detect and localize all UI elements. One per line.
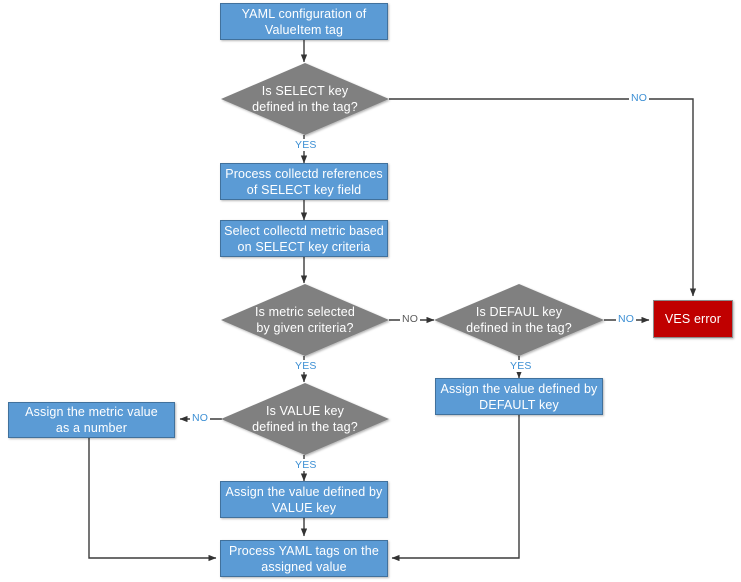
decision-value-line2: defined in the tag? — [252, 420, 358, 434]
diamond-select-key — [221, 63, 389, 135]
diamond-defaul-key — [434, 284, 604, 356]
edge-label-defaul-yes: YES — [508, 360, 534, 372]
edge-label-metric-no: NO — [400, 313, 421, 325]
node-assign-value-line1: Assign the value defined by — [225, 484, 383, 499]
node-decision-defaul-key[interactable]: Is DEFAUL key defined in the tag? — [434, 284, 604, 356]
node-decision-metric-selected[interactable]: Is metric selected by given criteria? — [221, 284, 389, 356]
node-start-line1: YAML configuration of — [241, 6, 367, 21]
node-assign-value-key[interactable]: Assign the value defined by VALUE key — [220, 481, 388, 518]
node-process-tags-line1: Process YAML tags on the — [229, 543, 379, 558]
edge-default-to-tags — [391, 415, 520, 562]
edge-label-select-yes: YES — [293, 139, 319, 151]
decision-value-line1: Is VALUE key — [266, 404, 344, 418]
decision-select-key-line2: defined in the tag? — [252, 100, 358, 114]
node-assign-default-line2: DEFAULT key — [479, 397, 559, 412]
decision-metric-line2: by given criteria? — [256, 321, 354, 335]
node-ves-error[interactable]: VES error — [653, 300, 733, 338]
node-assign-default-value[interactable]: Assign the value defined by DEFAULT key — [435, 378, 603, 415]
node-process-refs-line1: Process collectd references — [225, 166, 383, 181]
edge-label-select-no: NO — [629, 92, 650, 104]
node-select-metric-line1: Select collectd metric based — [224, 223, 384, 238]
decision-select-key-line1: Is SELECT key — [261, 84, 349, 98]
diamond-metric-selected — [221, 284, 389, 356]
node-select-metric-line2: on SELECT key criteria — [237, 239, 371, 254]
edge-label-defaul-no: NO — [616, 313, 637, 325]
diamond-value-key — [221, 383, 389, 455]
node-assign-metric-as-number[interactable]: Assign the metric value as a number — [8, 402, 175, 438]
edge-select-no — [389, 98, 697, 297]
node-process-yaml-tags[interactable]: Process YAML tags on the assigned value — [220, 540, 388, 577]
node-process-tags-line2: assigned value — [261, 559, 347, 574]
edge-label-value-no: NO — [190, 412, 211, 424]
node-start-line2: ValueItem tag — [264, 22, 344, 37]
decision-defaul-line2: defined in the tag? — [466, 321, 572, 335]
node-process-collectd-references[interactable]: Process collectd references of SELECT ke… — [220, 163, 388, 200]
node-assign-number-line2: as a number — [55, 421, 128, 435]
node-assign-default-line1: Assign the value defined by — [440, 381, 598, 396]
decision-metric-line1: Is metric selected — [255, 305, 355, 319]
node-ves-error-label: VES error — [664, 312, 722, 326]
node-start[interactable]: YAML configuration of ValueItem tag — [220, 3, 388, 40]
edge-label-metric-yes: YES — [293, 360, 319, 372]
node-assign-number-line1: Assign the metric value — [25, 405, 158, 419]
decision-defaul-line1: Is DEFAUL key — [475, 305, 563, 319]
edge-label-value-yes: YES — [293, 459, 319, 471]
node-process-refs-line2: of SELECT key field — [246, 182, 362, 197]
node-assign-value-line2: VALUE key — [271, 500, 337, 515]
node-select-collectd-metric[interactable]: Select collectd metric based on SELECT k… — [220, 220, 388, 257]
node-decision-value-key[interactable]: Is VALUE key defined in the tag? — [221, 383, 389, 455]
node-decision-select-key[interactable]: Is SELECT key defined in the tag? — [221, 63, 389, 135]
edge-number-to-tags — [88, 437, 217, 562]
